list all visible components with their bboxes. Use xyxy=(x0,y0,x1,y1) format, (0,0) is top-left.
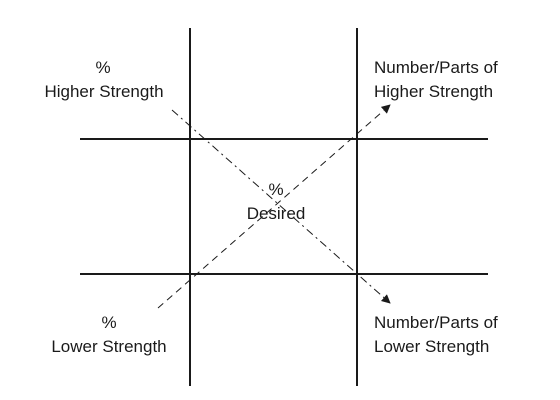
higher-strength-percent-label: % xyxy=(95,58,111,77)
lower-strength-percent-label: % xyxy=(101,313,117,332)
desired-label: Desired xyxy=(246,204,306,223)
number-parts-higher-label-line2: Higher Strength xyxy=(374,82,494,101)
number-parts-lower-label-line1: Number/Parts of xyxy=(374,313,498,332)
diagonal-higher-to-lower-parts xyxy=(171,109,391,304)
diagonal-lower-to-higher-parts xyxy=(157,104,391,309)
higher-strength-label: Higher Strength xyxy=(44,82,164,101)
desired-percent-label: % xyxy=(268,180,284,199)
number-parts-lower-label-line2: Lower Strength xyxy=(374,337,490,356)
lower-strength-label: Lower Strength xyxy=(51,337,167,356)
number-parts-higher-label-line1: Number/Parts of xyxy=(374,58,498,77)
